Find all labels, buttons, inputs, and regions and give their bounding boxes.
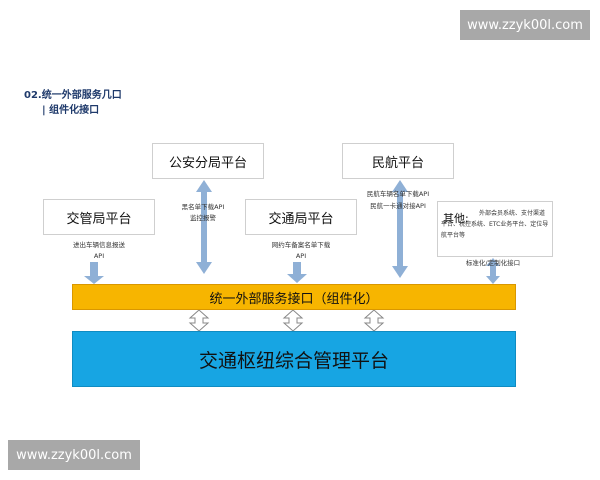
transport-api-line2: API xyxy=(295,252,307,260)
aviation-api-label: 民航车辆名单下载API 民航一卡通对接API xyxy=(355,188,441,212)
arrow-transport xyxy=(287,262,307,283)
other-api-label: 标准化/定制化接口 xyxy=(465,259,521,267)
arrow-aviation xyxy=(392,180,408,278)
hub-platform: 交通枢纽综合管理平台 xyxy=(72,331,516,387)
arrow-link-2 xyxy=(282,309,304,332)
section-subheading: | 组件化接口 xyxy=(42,105,100,116)
hub-platform-label: 交通枢纽综合管理平台 xyxy=(198,349,389,372)
aviation-platform-label: 民航平台 xyxy=(371,155,424,171)
transport-api-line1: 网约车备案名单下载 xyxy=(271,241,331,249)
traffic-police-platform-box: 交管局平台 xyxy=(43,199,155,235)
arrow-traffic-police xyxy=(84,262,104,284)
watermark-bottom-text: www.zzyk00l.com xyxy=(16,447,132,463)
watermark-top-text: www.zzyk00l.com xyxy=(467,17,583,33)
other-platform-box xyxy=(437,201,553,257)
other-platform-title: 其他: xyxy=(443,212,469,225)
transport-api-label: 网约车备案名单下载 API xyxy=(256,240,346,262)
arrow-police xyxy=(196,180,212,274)
traffic-police-platform-label: 交管局平台 xyxy=(66,211,132,227)
police-api-line1: 黑名单下载API xyxy=(181,203,225,211)
arrow-other xyxy=(486,258,500,284)
other-platform-description: 外部会员系统、支付渠道平台、税控系统、ETC业务平台、定位导航平台等 xyxy=(441,210,549,239)
police-api-label: 黑名单下载API 监控报警 xyxy=(168,202,238,224)
traffic-police-api-label: 进出车辆信息报送 API xyxy=(56,240,142,262)
watermark-top: www.zzyk00l.com xyxy=(460,10,590,40)
other-platform-text: 外部会员系统、支付渠道平台、税控系统、ETC业务平台、定位导航平台等 xyxy=(437,208,553,241)
transport-platform-box: 交通局平台 xyxy=(245,199,357,235)
section-heading: 02.统一外部服务几口 xyxy=(24,90,122,101)
police-platform-box: 公安分局平台 xyxy=(152,143,264,179)
traffic-police-api-line1: 进出车辆信息报送 xyxy=(73,241,125,249)
traffic-police-api-line2: API xyxy=(93,252,105,260)
aviation-api-line2: 民航一卡通对接API xyxy=(370,202,426,210)
unified-api-bar-label: 统一外部服务接口（组件化） xyxy=(209,291,379,307)
unified-api-bar: 统一外部服务接口（组件化） xyxy=(72,284,516,310)
arrow-link-1 xyxy=(188,309,210,332)
watermark-bottom: www.zzyk00l.com xyxy=(8,440,140,470)
aviation-api-line1: 民航车辆名单下载API xyxy=(366,190,430,198)
arrow-link-3 xyxy=(363,309,385,332)
aviation-platform-box: 民航平台 xyxy=(342,143,454,179)
police-api-line2: 监控报警 xyxy=(190,214,216,222)
transport-platform-label: 交通局平台 xyxy=(268,211,334,227)
police-platform-label: 公安分局平台 xyxy=(168,155,247,171)
